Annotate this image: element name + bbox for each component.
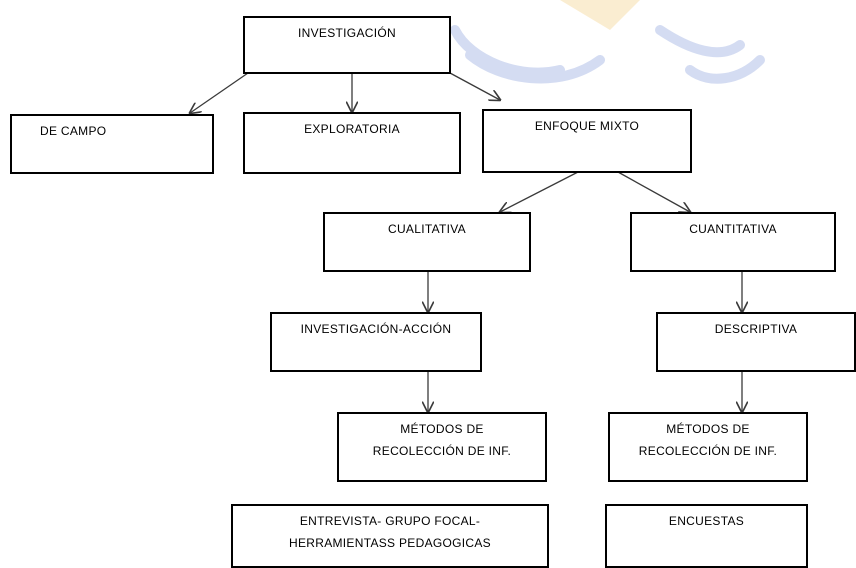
node-label: DE CAMPO [40,124,107,138]
node-descriptiva: DESCRIPTIVA [656,312,856,372]
node-entrevista: ENTREVISTA- GRUPO FOCAL- HERRAMIENTASS P… [231,504,549,568]
arrow-enfoque-cuantitativa [617,171,690,212]
node-label-line-2: RECOLECCIÓN DE INF. [372,444,512,458]
node-encuestas: ENCUESTAS [605,504,808,568]
node-label-line-2: RECOLECCIÓN DE INF. [638,444,778,458]
node-investigacion: INVESTIGACIÓN [243,16,451,74]
node-label-line-1: ENTREVISTA- GRUPO FOCAL- [299,514,481,528]
node-label: DESCRIPTIVA [714,322,798,336]
node-label: CUALITATIVA [388,222,466,236]
arrow-investigacion-decampo [190,72,249,113]
node-exploratoria: EXPLORATORIA [243,112,461,174]
node-cuantitativa: CUANTITATIVA [630,212,836,272]
node-label: ENCUESTAS [668,514,745,528]
node-label: INVESTIGACIÓN-ACCIÓN [300,322,452,336]
node-label: ENFOQUE MIXTO [534,119,640,133]
node-enfoque-mixto: ENFOQUE MIXTO [482,109,692,173]
node-label: INVESTIGACIÓN [298,26,396,40]
node-cualitativa: CUALITATIVA [323,212,531,272]
node-investigacion-accion: INVESTIGACIÓN-ACCIÓN [270,312,482,372]
node-label: CUANTITATIVA [689,222,777,236]
node-metodos-cualitativa: MÉTODOS DE RECOLECCIÓN DE INF. [337,412,547,482]
node-de-campo: DE CAMPO [10,114,214,174]
node-label: EXPLORATORIA [304,122,400,136]
arrow-investigacion-enfoque [449,72,500,100]
arrow-enfoque-cualitativa [500,171,579,212]
node-metodos-cuantitativa: MÉTODOS DE RECOLECCIÓN DE INF. [608,412,808,482]
node-label-line-1: MÉTODOS DE [666,422,750,436]
node-label-line-2: HERRAMIENTASS PEDAGOGICAS [289,536,491,550]
node-label-line-1: MÉTODOS DE [400,422,484,436]
